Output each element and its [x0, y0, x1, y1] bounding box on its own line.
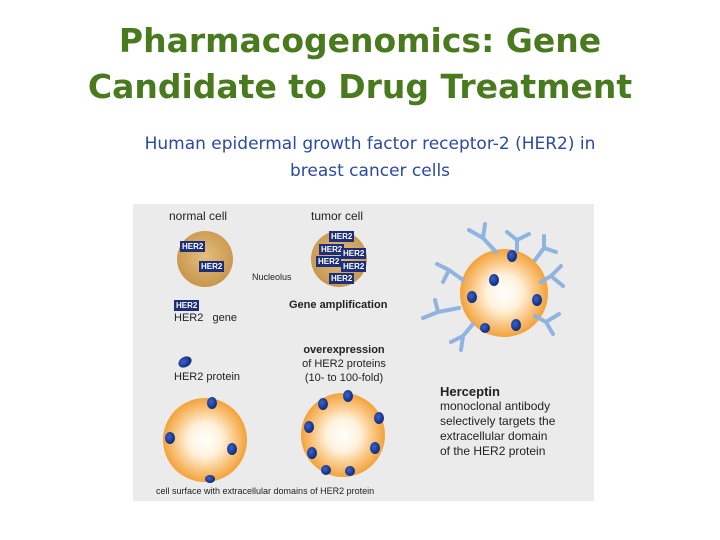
normal-cell-nucleus [177, 231, 233, 287]
tumor-cell-label: tumor cell [311, 209, 364, 223]
her2-diagram: normal cell tumor cell HER2 HER2 HER2 HE… [133, 204, 594, 501]
overexpression-label: overexpression of HER2 proteins (10- to … [302, 343, 386, 385]
her2-gene-legend-tag: HER2 [174, 300, 200, 311]
herceptin-heading: Herceptin [440, 384, 500, 399]
herceptin-cell-receptors [467, 250, 542, 333]
her2-tag: HER2 [199, 261, 225, 272]
title-line-2: Candidate to Drug Treatment [87, 67, 633, 106]
herceptin-target-cell [460, 249, 548, 337]
her2-protein-legend-icon [178, 356, 192, 368]
her2-tag: HER2 [319, 244, 345, 255]
her2-diagram-graphics [163, 222, 565, 483]
normal-cell-surface [163, 398, 247, 482]
nucleolus-label: Nucleolus [252, 272, 292, 282]
normal-cell-receptors [165, 397, 237, 483]
title-line-1: Pharmacogenomics: Gene [118, 21, 602, 60]
her2-tag: HER2 [329, 273, 355, 284]
normal-cell-label: normal cell [169, 209, 228, 223]
her2-gene-label: HER2 gene [174, 312, 237, 324]
overexpression-line-1: of HER2 proteins [302, 358, 386, 370]
herceptin-description: Herceptin monoclonal antibody selectivel… [440, 384, 555, 459]
tumor-cell-receptors [304, 390, 384, 476]
her2-tag: HER2 [180, 241, 206, 252]
overexpression-heading: overexpression [303, 344, 385, 356]
gene-amplification-label: Gene amplification [289, 299, 388, 311]
herceptin-line-1: monoclonal antibody [440, 399, 551, 413]
subtitle-line-1: Human epidermal growth factor receptor-2… [144, 134, 596, 154]
slide-subtitle: Human epidermal growth factor receptor-2… [90, 131, 650, 185]
figure-caption: cell surface with extracellular domains … [156, 486, 375, 496]
her2-tag: HER2 [341, 248, 367, 259]
overexpression-line-2: (10- to 100-fold) [304, 372, 384, 384]
herceptin-line-4: of the HER2 protein [440, 444, 546, 458]
slide-title: Pharmacogenomics: Gene Candidate to Drug… [0, 18, 720, 110]
her2-protein-label: HER2 protein [174, 371, 241, 383]
her2-tag: HER2 [316, 256, 342, 267]
herceptin-line-2: selectively targets the [440, 414, 556, 428]
her2-tag: HER2 [329, 231, 355, 242]
herceptin-antibodies [421, 222, 565, 352]
herceptin-line-3: extracellular domain [440, 429, 548, 443]
her2-tag: HER2 [341, 261, 367, 272]
subtitle-line-2: breast cancer cells [289, 161, 451, 181]
tumor-cell-surface [301, 393, 385, 477]
